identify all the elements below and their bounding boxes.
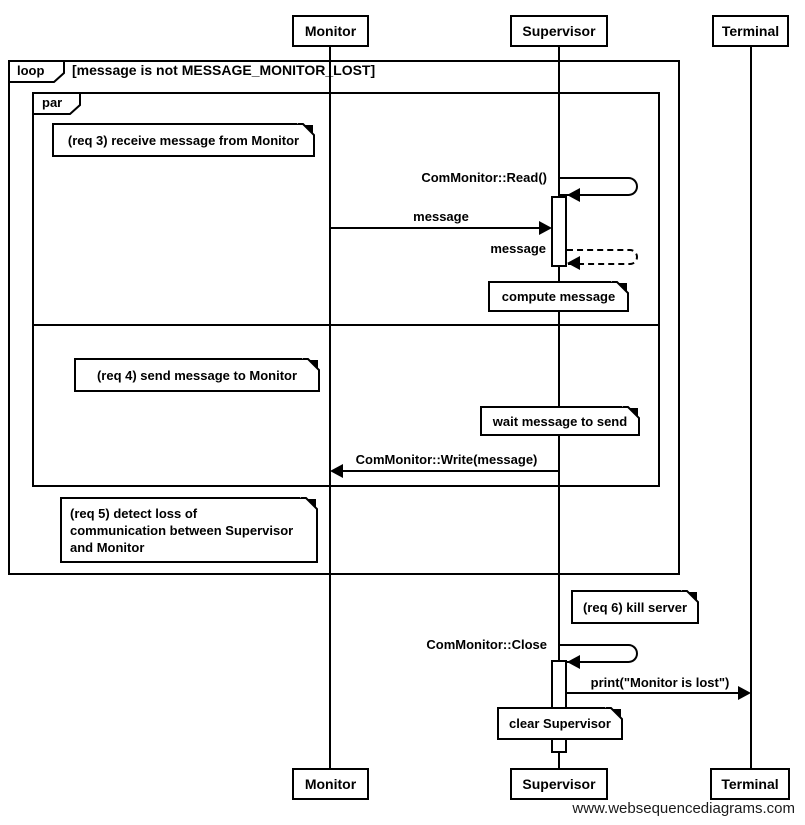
read-selfcall-arrowhead (567, 188, 580, 202)
note-compute-message-text: compute message (501, 289, 616, 304)
write-call-label: ComMonitor::Write(message) (355, 452, 538, 467)
supervisor-activation-read (551, 196, 567, 267)
message-in-arrowhead (539, 221, 552, 235)
note-fold-icon (681, 590, 699, 608)
loop-frame-tab (8, 60, 65, 83)
par-frame-label: par (42, 95, 63, 110)
monitor-lifeline (329, 47, 331, 768)
note-req5-line1: (req 5) detect loss of (70, 505, 198, 521)
note-fold-icon (302, 358, 320, 376)
actor-bottom-supervisor: Supervisor (510, 768, 608, 800)
message-return-label: message (490, 241, 546, 256)
message-in-label: message (413, 209, 469, 224)
note-req5-line3: and Monitor (70, 539, 145, 555)
actor-top-terminal: Terminal (712, 15, 789, 47)
watermark: www.websequencediagrams.com (572, 800, 795, 817)
write-call-arrowhead (330, 464, 343, 478)
close-selfcall-arrowhead (567, 655, 580, 669)
note-fold-icon (622, 406, 640, 424)
actor-top-supervisor: Supervisor (510, 15, 608, 47)
close-call-label: ComMonitor::Close (426, 637, 547, 652)
message-in-line (331, 227, 540, 229)
note-fold-icon (297, 123, 315, 141)
note-fold-icon (611, 281, 629, 299)
note-req4: (req 4) send message to Monitor (74, 358, 320, 392)
par-frame (32, 92, 660, 487)
note-clear-supervisor-text: clear Supervisor (509, 716, 611, 731)
note-req4-text: (req 4) send message to Monitor (96, 367, 298, 383)
close-selfcall-loop (560, 644, 638, 663)
read-call-label: ComMonitor::Read() (421, 170, 547, 185)
par-section-divider (32, 324, 660, 326)
read-selfcall-loop (560, 177, 638, 196)
note-req5: (req 5) detect loss of communication bet… (60, 497, 318, 563)
note-req5-line2: communication between Supervisor (70, 522, 294, 538)
message-return-loop (567, 249, 638, 265)
note-req6: (req 6) kill server (571, 590, 699, 624)
note-fold-icon (605, 707, 623, 725)
print-call-arrowhead (738, 686, 751, 700)
par-frame-tab (32, 92, 81, 115)
note-fold-icon (300, 497, 318, 515)
actor-bottom-terminal: Terminal (710, 768, 790, 800)
note-wait-message: wait message to send (480, 406, 640, 436)
loop-frame-label: loop (17, 63, 45, 78)
loop-frame (8, 60, 680, 575)
note-wait-message-text: wait message to send (492, 413, 628, 429)
loop-guard-condition: [message is not MESSAGE_MONITOR_LOST] (72, 62, 376, 78)
note-req3: (req 3) receive message from Monitor (52, 123, 315, 157)
message-return-arrowhead (567, 256, 580, 270)
print-call-line (567, 692, 739, 694)
note-req6-text: (req 6) kill server (582, 599, 688, 615)
actor-bottom-monitor: Monitor (292, 768, 369, 800)
write-call-line (343, 470, 559, 472)
terminal-lifeline (750, 47, 752, 768)
note-clear-supervisor: clear Supervisor (497, 707, 623, 740)
actor-top-monitor: Monitor (292, 15, 369, 47)
note-req3-text: (req 3) receive message from Monitor (67, 132, 300, 148)
note-compute-message: compute message (488, 281, 629, 312)
print-call-label: print("Monitor is lost") (590, 675, 730, 690)
